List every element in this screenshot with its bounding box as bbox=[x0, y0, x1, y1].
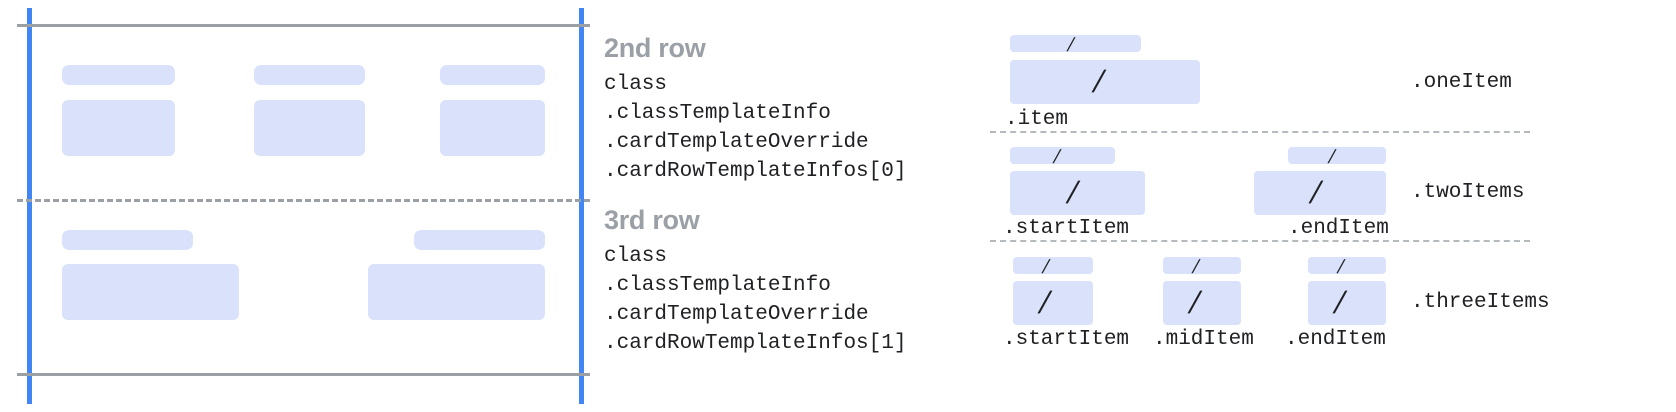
variant-divider bbox=[990, 131, 1530, 133]
variant-label: .twoItems bbox=[1411, 181, 1525, 204]
row-title: 2nd row bbox=[604, 33, 706, 63]
item-label: .endItem bbox=[1285, 328, 1386, 351]
item-label: .midItem bbox=[1153, 328, 1254, 351]
row-code-line: .classTemplateInfo bbox=[604, 274, 831, 297]
placeholder-body bbox=[440, 100, 545, 156]
placeholder-body bbox=[62, 264, 239, 320]
row-code-line: .classTemplateInfo bbox=[604, 102, 831, 125]
placeholder-body bbox=[368, 264, 545, 320]
placeholder-title bbox=[254, 65, 365, 85]
variant-label: .threeItems bbox=[1411, 291, 1550, 314]
item-label: .item bbox=[1005, 108, 1069, 131]
row-code-line: class bbox=[604, 73, 668, 96]
card-row-divider bbox=[17, 199, 590, 202]
item-label: .endItem bbox=[1288, 217, 1389, 240]
item-slot-body bbox=[1013, 281, 1093, 325]
card-top-rule bbox=[17, 24, 590, 27]
row-code-line: class bbox=[604, 245, 668, 268]
item-slot-body bbox=[1010, 60, 1200, 104]
card-bottom-rule bbox=[17, 373, 590, 376]
item-slot-title bbox=[1010, 147, 1115, 164]
item-label: .startItem bbox=[1003, 328, 1130, 351]
row-description-3rd: 3rd row class .classTemplateInfo .cardTe… bbox=[604, 204, 906, 358]
placeholder-title bbox=[440, 65, 545, 85]
item-slot-body bbox=[1254, 171, 1386, 215]
item-slot-title bbox=[1288, 147, 1386, 164]
placeholder-body bbox=[254, 100, 365, 156]
placeholder-title bbox=[62, 230, 193, 250]
placeholder-title bbox=[414, 230, 545, 250]
row-title: 3rd row bbox=[604, 205, 700, 235]
row-code-line: .cardTemplateOverride bbox=[604, 131, 869, 154]
row-code-line: .cardRowTemplateInfos[0] bbox=[604, 160, 907, 183]
item-slot-body bbox=[1163, 281, 1241, 325]
item-slot-body bbox=[1308, 281, 1386, 325]
item-label: .startItem bbox=[1003, 217, 1130, 240]
item-slot-body bbox=[1010, 171, 1145, 215]
row-code-line: .cardTemplateOverride bbox=[604, 303, 869, 326]
item-slot-title bbox=[1010, 35, 1141, 52]
item-slot-title bbox=[1308, 257, 1386, 274]
variant-label: .oneItem bbox=[1411, 71, 1512, 94]
item-slot-title bbox=[1163, 257, 1241, 274]
item-slot-title bbox=[1013, 257, 1093, 274]
placeholder-body bbox=[62, 100, 175, 156]
variant-divider bbox=[990, 240, 1530, 242]
card-left-edge-guide bbox=[27, 8, 32, 404]
placeholder-title bbox=[62, 65, 175, 85]
card-right-edge-guide bbox=[579, 8, 584, 404]
row-description-2nd: 2nd row class .classTemplateInfo .cardTe… bbox=[604, 32, 906, 186]
row-code-line: .cardRowTemplateInfos[1] bbox=[604, 332, 907, 355]
